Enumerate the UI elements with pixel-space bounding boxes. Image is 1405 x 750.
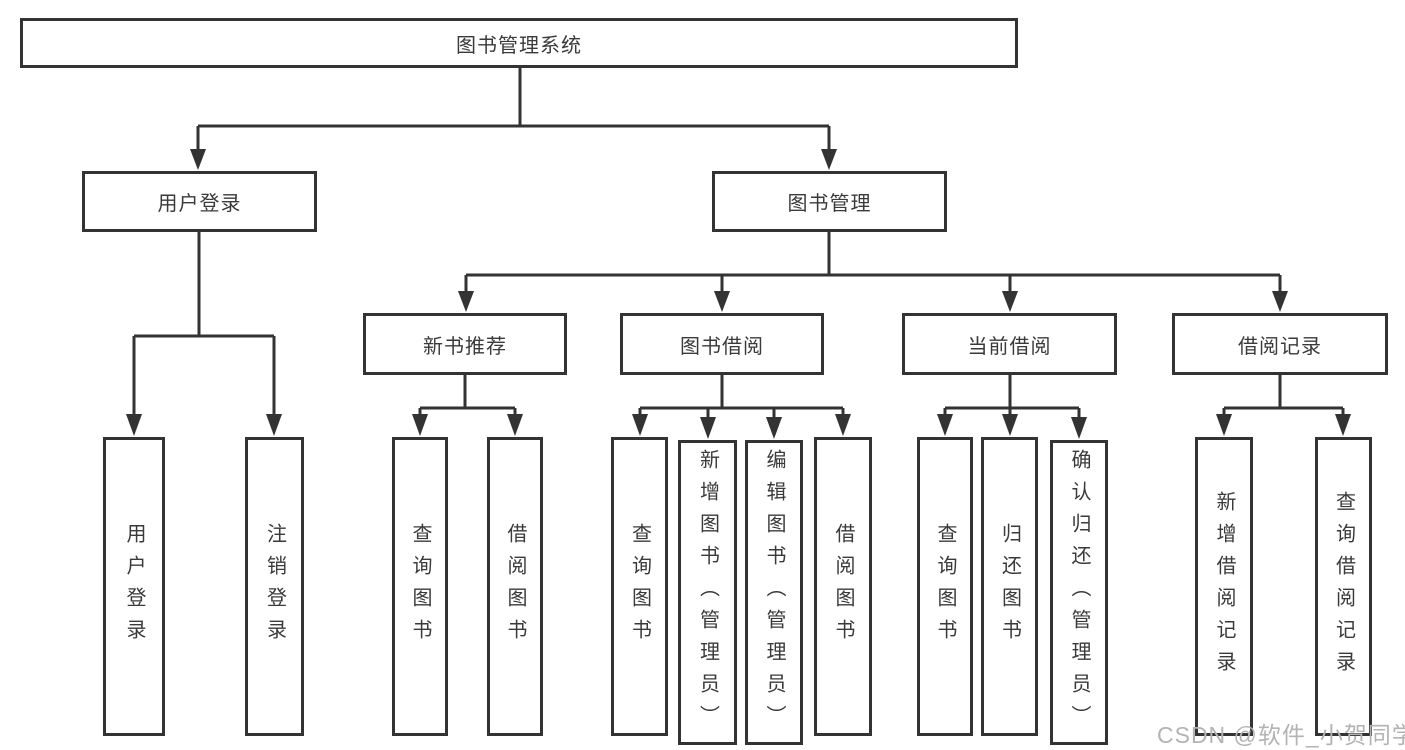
leaf-label: 用户登录 bbox=[123, 522, 145, 651]
node-new-book-recommend: 新书推荐 bbox=[363, 313, 567, 375]
node-label: 图书管理系统 bbox=[456, 34, 582, 57]
leaf-label: 新增借阅记录 bbox=[1213, 490, 1235, 683]
leaf-label: 确认归还（管理员） bbox=[1068, 448, 1090, 737]
leaf-edit-books-admin: 编辑图书（管理员） bbox=[745, 440, 803, 745]
leaf-label: 查询图书 bbox=[628, 522, 651, 651]
leaf-label: 查询图书 bbox=[934, 522, 956, 651]
node-label: 当前借阅 bbox=[967, 335, 1052, 358]
leaf-label: 编辑图书（管理员） bbox=[763, 448, 785, 737]
leaf-query-borrow-record: 查询借阅记录 bbox=[1315, 437, 1372, 736]
leaf-label: 借阅图书 bbox=[504, 522, 526, 651]
leaf-query-books-2: 查询图书 bbox=[611, 437, 668, 736]
leaf-label: 查询借阅记录 bbox=[1332, 490, 1355, 683]
node-borrow-records: 借阅记录 bbox=[1172, 313, 1388, 375]
leaf-label: 新增图书（管理员） bbox=[696, 448, 719, 737]
leaf-label: 注销登录 bbox=[263, 522, 286, 651]
leaf-query-books-1: 查询图书 bbox=[392, 437, 448, 736]
leaf-confirm-return-admin: 确认归还（管理员） bbox=[1050, 440, 1108, 745]
leaf-label: 借阅图书 bbox=[832, 522, 854, 651]
leaf-add-borrow-record: 新增借阅记录 bbox=[1195, 437, 1253, 736]
leaf-query-books-3: 查询图书 bbox=[917, 437, 973, 736]
leaf-borrow-books-1: 借阅图书 bbox=[487, 437, 543, 736]
node-label: 图书借阅 bbox=[680, 335, 764, 358]
leaf-user-login: 用户登录 bbox=[103, 437, 165, 736]
node-label: 借阅记录 bbox=[1238, 335, 1322, 358]
node-label: 用户登录 bbox=[157, 193, 242, 215]
leaf-borrow-books-2: 借阅图书 bbox=[814, 437, 872, 736]
node-label: 图书管理 bbox=[787, 193, 872, 215]
leaf-label: 查询图书 bbox=[409, 522, 431, 651]
node-current-borrow: 当前借阅 bbox=[902, 313, 1117, 375]
leaf-logout: 注销登录 bbox=[245, 437, 304, 736]
node-label: 新书推荐 bbox=[423, 335, 507, 358]
leaf-add-books-admin: 新增图书（管理员） bbox=[678, 440, 737, 745]
node-library-system: 图书管理系统 bbox=[20, 18, 1018, 68]
csdn-watermark: CSDN @软件_小贺同学 bbox=[1157, 722, 1405, 748]
node-book-borrow: 图书借阅 bbox=[620, 313, 824, 375]
node-user-login: 用户登录 bbox=[82, 171, 317, 232]
leaf-label: 归还图书 bbox=[998, 522, 1021, 651]
node-book-management: 图书管理 bbox=[712, 171, 947, 232]
leaf-return-books: 归还图书 bbox=[981, 437, 1038, 736]
